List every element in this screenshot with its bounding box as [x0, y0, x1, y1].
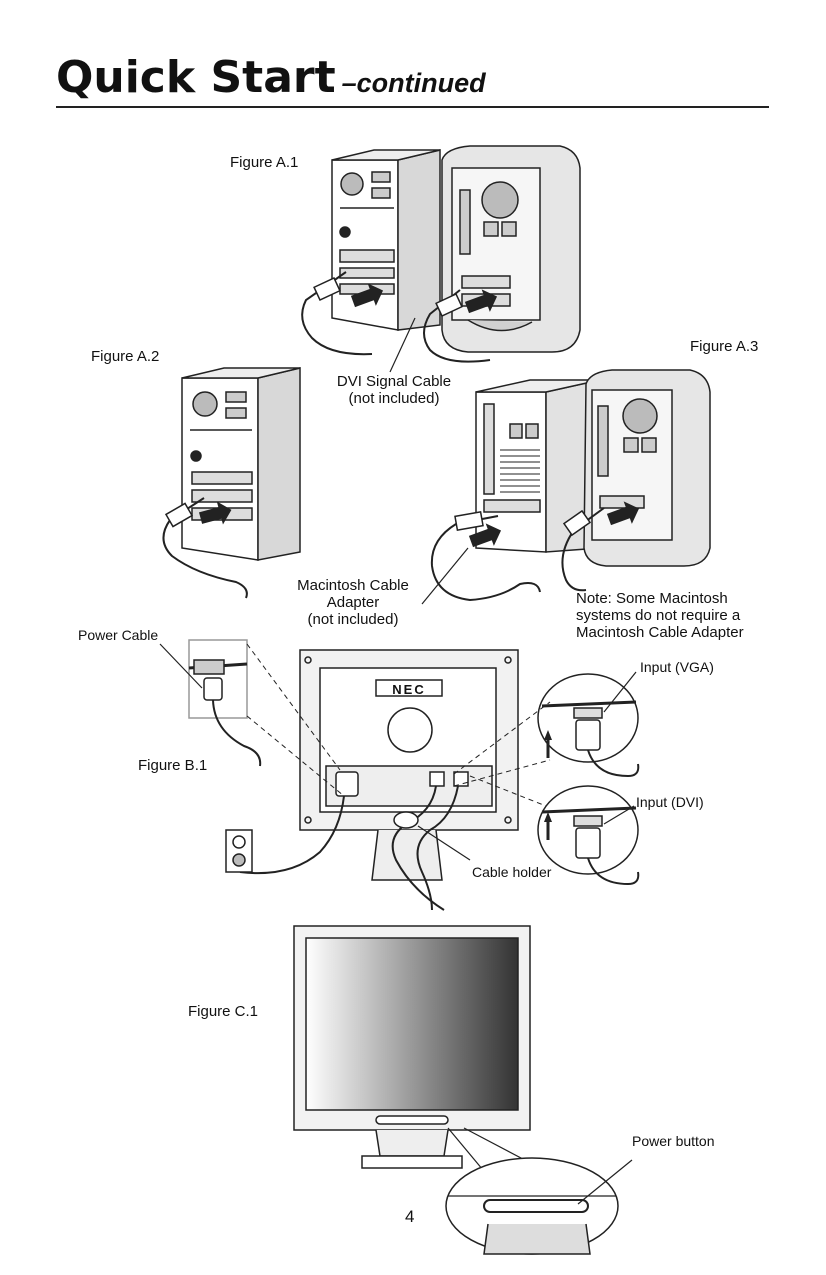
leader-lines-b [246, 643, 551, 807]
input-dvi-callout: Input (DVI) [636, 794, 704, 810]
figure-a1-pc-tower [331, 149, 441, 331]
figure-b1-wall-outlet [225, 829, 253, 873]
mac-note-line3: Macintosh Cable Adapter [576, 624, 744, 641]
figure-b1-vga-inset [537, 671, 640, 778]
figure-a2-label: Figure A.2 [91, 348, 160, 365]
figure-c1-label: Figure C.1 [188, 1003, 259, 1020]
title-text: Quick Start [56, 52, 336, 103]
mac-adapter-line1: Macintosh Cable [297, 577, 409, 594]
mac-adapter-line3: (not included) [307, 611, 399, 628]
power-button-callout: Power button [632, 1133, 715, 1149]
figure-a3-label: Figure A.3 [690, 338, 759, 355]
cable-holder-leader [417, 825, 471, 861]
figure-a1-label: Figure A.1 [230, 154, 299, 171]
title-continued: –continued [341, 68, 486, 98]
dvi-cable-callout: DVI Signal Cable (not included) [326, 373, 462, 407]
input-vga-callout: Input (VGA) [640, 659, 714, 675]
figure-a2-pc-tower [162, 367, 301, 599]
figure-b1-power-inset [159, 639, 262, 767]
page-number: 4 [405, 1207, 415, 1226]
mac-note-line2: systems do not require a [576, 607, 741, 624]
figure-b1-monitor-back [239, 649, 519, 911]
nec-logo: NEC [392, 682, 426, 697]
figure-b1-label: Figure B.1 [138, 757, 208, 774]
mac-adapter-line2: Adapter [326, 594, 380, 611]
dvi-cable-line2: (not included) [348, 390, 440, 407]
figure-c1-button-zoom [445, 1157, 633, 1255]
figure-a1-power-mac [441, 145, 581, 353]
cable-holder-callout: Cable holder [472, 864, 552, 880]
figure-b1-dvi-inset [537, 785, 640, 886]
mac-note: Note: Some Macintosh systems do not requ… [576, 590, 744, 641]
title-rule [56, 106, 769, 108]
power-cable-callout: Power Cable [78, 627, 159, 643]
page-title: Quick Start–continued [56, 52, 486, 103]
figure-a3-mac-adapter [430, 369, 711, 602]
mac-note-line1: Note: Some Macintosh [576, 590, 728, 607]
figure-c1-monitor-front [293, 925, 541, 1177]
figure-a1-cables [301, 271, 498, 363]
dvi-cable-line1: DVI Signal Cable [336, 373, 452, 390]
leader-lines-a [389, 317, 469, 605]
mac-adapter-callout: Macintosh Cable Adapter (not included) [286, 577, 420, 628]
